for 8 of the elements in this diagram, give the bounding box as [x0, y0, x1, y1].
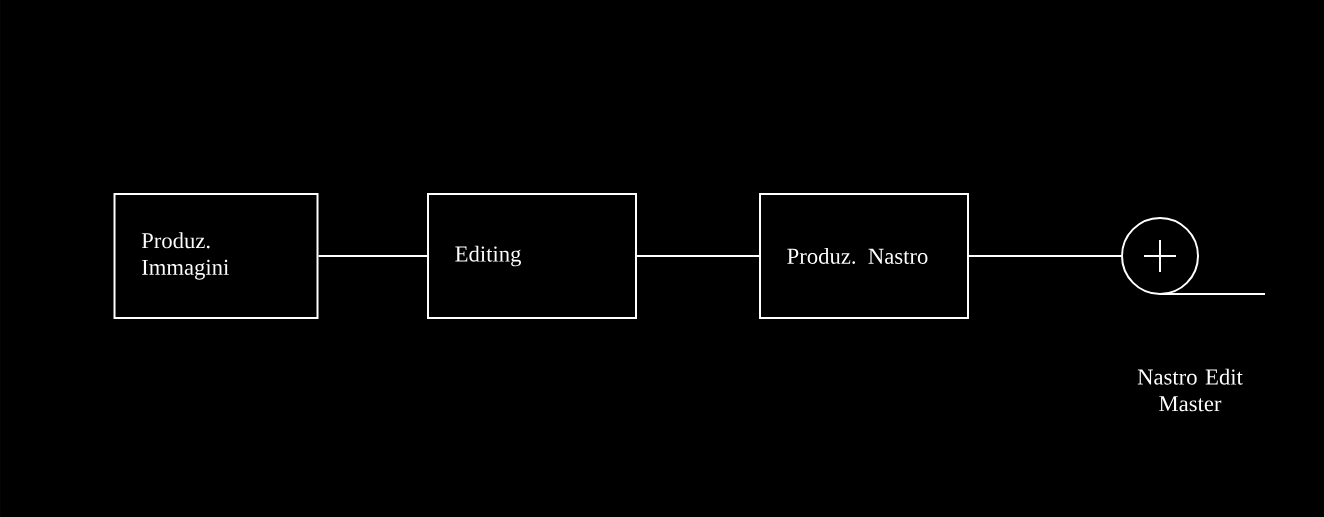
process-box: Editing — [427, 193, 637, 319]
connector-line — [968, 255, 1122, 257]
node-caption: Nastro Edit Master — [1137, 368, 1243, 412]
tape-reel-symbol — [1121, 217, 1266, 295]
process-box: Produz. Immagini — [113, 193, 319, 319]
process-box: Produz. Nastro — [759, 193, 969, 319]
connector-line — [636, 255, 760, 257]
connector-line — [317, 255, 428, 257]
